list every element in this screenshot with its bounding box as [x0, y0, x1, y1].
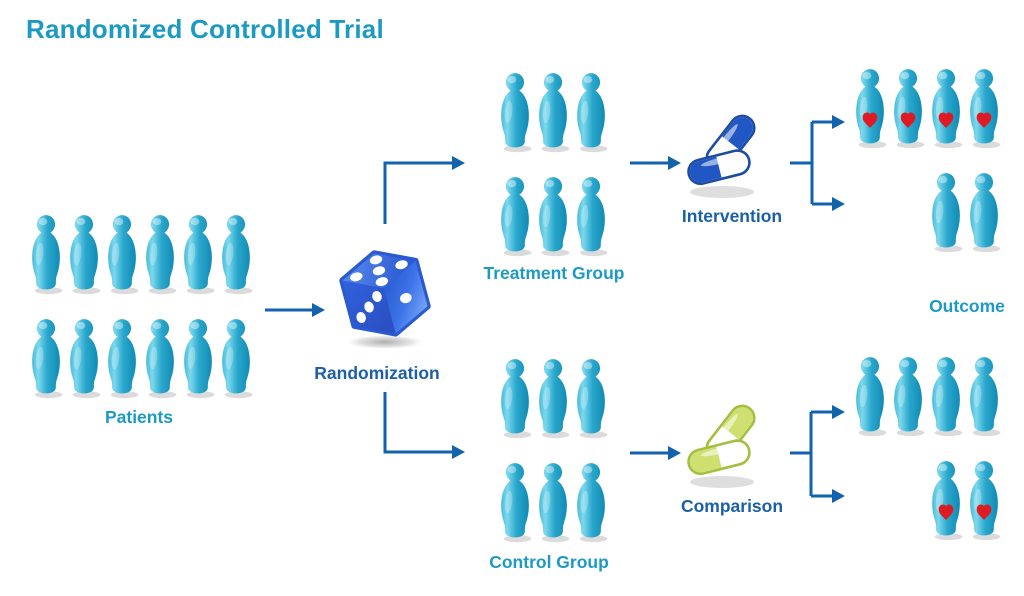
- pawn-icon: [577, 359, 608, 439]
- pawn-icon: [970, 357, 1001, 437]
- pawn-row: [851, 458, 1003, 542]
- pawn-icon: [70, 215, 101, 295]
- pawn-with-heart-icon: [970, 461, 1001, 541]
- randomization-label: Randomization: [314, 363, 440, 383]
- pawn-icon: [894, 357, 925, 437]
- pawn-row: [496, 460, 610, 544]
- pawn-with-heart-icon: [932, 461, 963, 541]
- pawn-icon: [970, 173, 1001, 253]
- pawn-icon: [222, 319, 253, 399]
- pawn-icon: [577, 73, 608, 153]
- pawn-icon: [577, 177, 608, 257]
- pawn-with-heart-icon: [970, 69, 1001, 149]
- pawn-icon: [32, 215, 63, 295]
- pawn-icon: [184, 319, 215, 399]
- intervention-label: Intervention: [681, 206, 783, 226]
- pawn-icon: [856, 357, 887, 437]
- arrow-randomization-to-control: [383, 392, 452, 454]
- pawn-icon: [932, 357, 963, 437]
- pawn-icon: [501, 359, 532, 439]
- pawn-icon: [108, 319, 139, 399]
- pawn-icon: [539, 463, 570, 543]
- pawn-icon: [501, 73, 532, 153]
- treatment-group-label: Treatment Group: [483, 263, 625, 283]
- patients-pawn-group: [27, 212, 255, 400]
- capsules-green-icon: [687, 404, 756, 488]
- pawn-icon: [146, 215, 177, 295]
- pawn-row: [496, 174, 610, 258]
- pawn-icon: [184, 215, 215, 295]
- control-group-pawn-group: [496, 356, 610, 544]
- arrow-comparison-split: [790, 410, 832, 498]
- pawn-icon: [146, 319, 177, 399]
- pawn-row: [851, 170, 1003, 254]
- pawn-row: [851, 66, 1003, 150]
- pawn-icon: [501, 463, 532, 543]
- pawn-row: [27, 212, 255, 296]
- outcome-label: Outcome: [929, 296, 1005, 316]
- arrow-randomization-to-treatment: [383, 161, 452, 224]
- pawn-icon: [32, 319, 63, 399]
- diagram-title: Randomized Controlled Trial: [26, 14, 384, 44]
- pawn-with-heart-icon: [932, 69, 963, 149]
- pawn-icon: [539, 73, 570, 153]
- control-group-label: Control Group: [489, 552, 609, 572]
- pawn-row: [496, 70, 610, 154]
- pawn-icon: [501, 177, 532, 257]
- arrow-intervention-split: [790, 120, 832, 206]
- control-outcome-pawn-group: [851, 354, 1003, 542]
- pawn-icon: [70, 319, 101, 399]
- treatment-group-pawn-group: [496, 70, 610, 258]
- patients-label: Patients: [104, 407, 174, 427]
- pawn-icon: [932, 173, 963, 253]
- capsules-blue-icon: [687, 114, 756, 198]
- treatment-outcome-pawn-group: [851, 66, 1003, 254]
- dice-icon: [339, 250, 431, 350]
- pawn-with-heart-icon: [894, 69, 925, 149]
- pawn-row: [851, 354, 1003, 438]
- pawn-icon: [539, 177, 570, 257]
- pawn-icon: [222, 215, 253, 295]
- comparison-label: Comparison: [680, 496, 784, 516]
- pawn-icon: [577, 463, 608, 543]
- pawn-row: [27, 316, 255, 400]
- pawn-icon: [539, 359, 570, 439]
- pawn-icon: [108, 215, 139, 295]
- pawn-row: [496, 356, 610, 440]
- pawn-with-heart-icon: [856, 69, 887, 149]
